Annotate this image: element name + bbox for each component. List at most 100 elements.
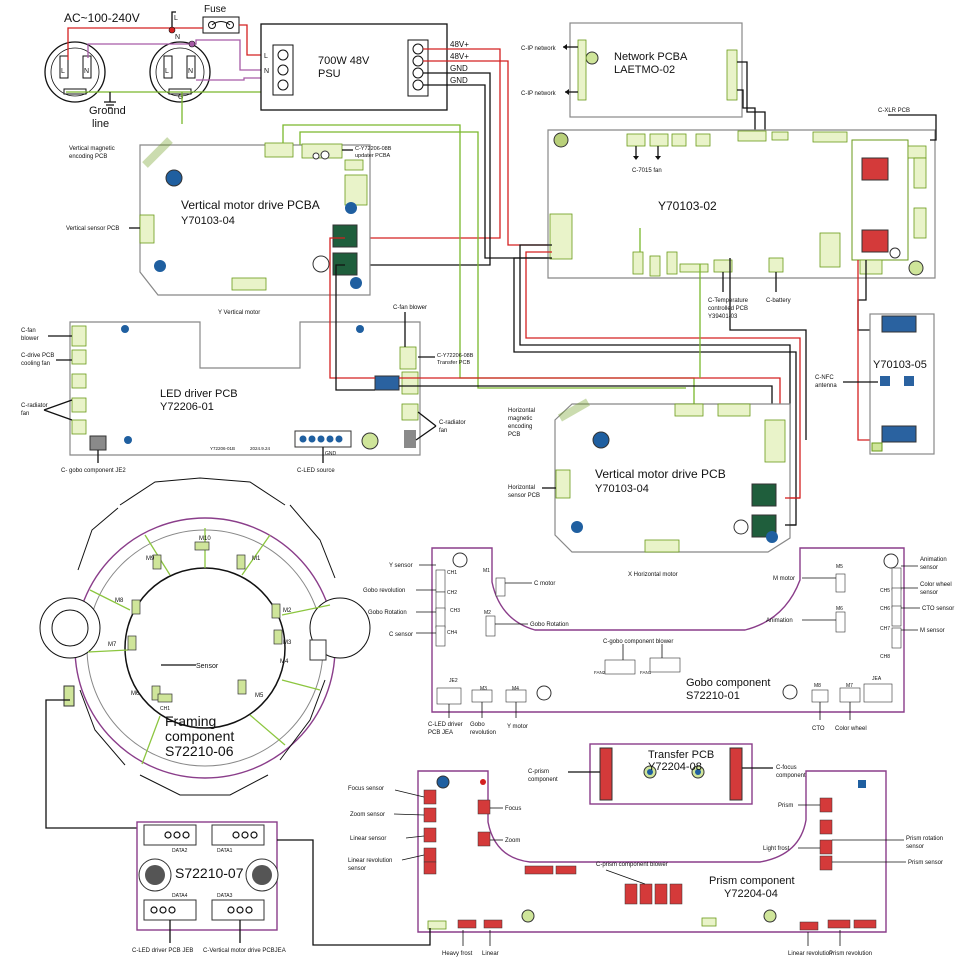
svg-text:M1: M1 (252, 556, 261, 562)
prism-rot-1: Prism rotation (906, 836, 943, 842)
framing-title-3: S72210-06 (165, 743, 234, 759)
s72210-br: C-Vertical motor drive PCBJEA (203, 948, 286, 954)
updater-2: updater PCBA (355, 153, 390, 159)
svg-text:M10: M10 (199, 536, 211, 542)
prism-blower: C-prism component blower (596, 862, 668, 868)
svg-text:CH7: CH7 (880, 626, 890, 632)
svg-text:L: L (174, 15, 178, 22)
svg-text:M4: M4 (512, 686, 519, 692)
zoom-sensor: Zoom sensor (350, 812, 385, 818)
vertical-motor-pcba: Vertical motor drive PCBA Y70103-04 Vert… (66, 137, 392, 316)
network-title-1: Network PCBA (614, 51, 688, 63)
vertical-motor: Y Vertical motor (218, 310, 260, 316)
cto-sensor: CTO sensor (922, 606, 954, 612)
s72210-bl: C-LED driver PCB JEB (132, 948, 193, 954)
cip-network-2: C-IP network (521, 91, 557, 97)
hme-2: magnetic (508, 416, 532, 422)
led-fan-blower-r: C-fan blower (393, 305, 427, 311)
svg-text:M6: M6 (836, 606, 843, 612)
svg-text:CH6: CH6 (880, 606, 890, 612)
svg-text:M4: M4 (280, 659, 289, 665)
transfer-2: Transfer PCB (437, 360, 470, 366)
gobo-c-sensor: C sensor (389, 632, 413, 638)
led-source: C-LED source (297, 468, 335, 474)
focus-sensor: Focus sensor (348, 786, 384, 792)
fan-7015: C-7015 fan (632, 168, 662, 174)
psu: 700W 48V PSU L N 48V+ 48V+ GND GND (260, 23, 469, 111)
horizontal-motor-pcb: Vertical motor drive PCB Y70103-04 Horiz… (508, 398, 791, 578)
framing-component: M10 M1 M2 M3 M4 M5 M6 M7 M8 M9 CH1 Senso… (39, 477, 371, 829)
transfer-title-1: Transfer PCB (648, 749, 714, 761)
svg-text:CH1: CH1 (447, 570, 457, 576)
vme-2: encoding PCB (69, 154, 107, 160)
hs-2: sensor PCB (508, 493, 540, 499)
svg-text:CH3: CH3 (450, 608, 460, 614)
socket-left: L N (44, 41, 106, 103)
prism-title-2: Y72204-04 (724, 888, 778, 900)
gobo-m-motor: M motor (773, 576, 795, 582)
svg-text:M5: M5 (255, 693, 264, 699)
prism-focus: Focus (505, 806, 521, 812)
gobo-bl-1: C-LED driver (428, 722, 463, 728)
main-board-title: Y70103-02 (658, 199, 717, 213)
temp-pcb-3: Y39401-03 (708, 314, 738, 320)
lin-rev-1: Linear revolution (348, 858, 392, 864)
svg-text:2024.9.24: 2024.9.24 (250, 446, 271, 451)
socket-right: L N G (149, 41, 211, 103)
prism-prism: Prism (778, 803, 793, 809)
gobo-title-1: Gobo component (686, 677, 770, 689)
svg-text:CH1: CH1 (160, 706, 170, 712)
svg-text:DATA2: DATA2 (172, 848, 188, 854)
drive-fan-1: C-drive PCB (21, 353, 54, 359)
psu-n: N (264, 68, 269, 75)
psu-t3: GND (450, 64, 468, 73)
hs-1: Horizontal (508, 485, 535, 491)
gobo-bl-2: PCB JEA (428, 730, 453, 736)
svg-text:L: L (61, 68, 65, 75)
gobo-rev-1: Gobo (470, 722, 485, 728)
main-to-nfc-wires (857, 260, 872, 441)
svg-text:M6: M6 (131, 691, 140, 697)
svg-text:M2: M2 (283, 608, 292, 614)
cw-sensor-1: Color wheel (920, 582, 952, 588)
anim-sensor-1: Animation (920, 557, 947, 563)
psu-l: L (264, 53, 268, 60)
nfc-1: C-NFC (815, 375, 834, 381)
psu-line2: PSU (318, 68, 341, 80)
svg-text:CH5: CH5 (880, 588, 890, 594)
gobo-title-2: S72210-01 (686, 690, 740, 702)
psu-t2: 48V+ (450, 52, 469, 61)
battery: C-battery (766, 298, 791, 304)
c-focus-1: C-focus (776, 765, 797, 771)
gobo-y-motor: Y motor (507, 724, 528, 730)
ac-label: AC~100-240V (64, 11, 140, 25)
c-prism-2: component (528, 777, 558, 783)
gobo-component: CH1 CH2 CH3 CH4 CH5 CH6 CH7 CH8 M1 M2 M3… (363, 547, 954, 736)
framing-sensor: Sensor (196, 663, 219, 670)
psu-t1: 48V+ (450, 40, 469, 49)
prism-linear: Linear (482, 951, 499, 957)
cip-network-1: C-IP network (521, 46, 557, 52)
vme-1: Vertical magnetic (69, 146, 115, 152)
ground-line-1: Ground (89, 105, 126, 117)
gobo-cto: CTO (812, 726, 825, 732)
svg-text:GND: GND (325, 451, 337, 457)
svg-text:Y72206-01B: Y72206-01B (210, 446, 235, 451)
power-input: AC~100-240V Fuse L N L N G (44, 4, 262, 130)
gobo-c-motor: C motor (534, 581, 555, 587)
updater-green-wire (282, 124, 695, 408)
svg-text:M9: M9 (146, 556, 155, 562)
main-board: Y70103-02 C-7015 fan C-Temperature contr… (547, 108, 937, 320)
lin-rev-2: sensor (348, 866, 366, 872)
svg-text:FAN2: FAN2 (594, 670, 606, 675)
rad-fan-r-1: C-radiator (439, 420, 466, 426)
svg-text:M8: M8 (115, 598, 124, 604)
svg-text:JE2: JE2 (449, 678, 458, 684)
svg-text:M7: M7 (846, 683, 853, 689)
light-frost: Light frost (763, 846, 790, 852)
svg-text:CH4: CH4 (447, 630, 457, 636)
prism-rev: Prism revolution (829, 951, 872, 957)
network-title-2: LAETMO-02 (614, 64, 675, 76)
svg-text:M8: M8 (814, 683, 821, 689)
